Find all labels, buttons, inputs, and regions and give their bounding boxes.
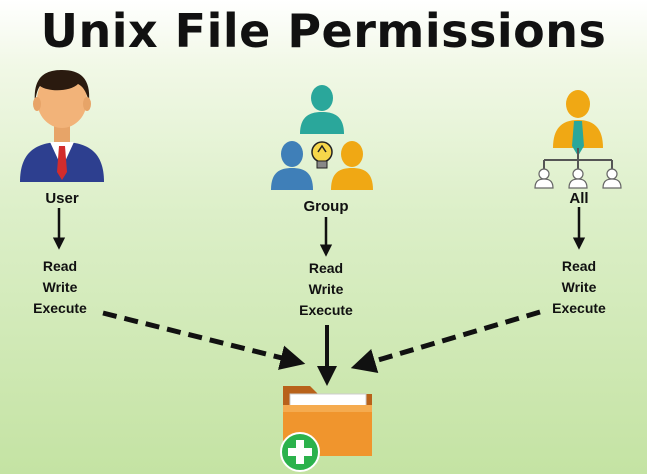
- user-to-folder-arrow: [102, 310, 306, 370]
- permissions-all: Read Write Execute: [534, 256, 624, 319]
- role-label-group: Group: [303, 198, 349, 215]
- permission-write: Write: [308, 281, 344, 297]
- all-to-folder-arrow: [350, 309, 541, 374]
- group-icon: [271, 85, 373, 190]
- permission-read: Read: [42, 258, 78, 274]
- permissions-group: Read Write Execute: [281, 258, 371, 321]
- permission-execute: Execute: [552, 300, 606, 316]
- user-icon: [20, 70, 104, 182]
- page-title: Unix File Permissions: [40, 4, 607, 58]
- permission-write: Write: [561, 279, 597, 295]
- folder-add-icon: [280, 386, 372, 472]
- role-label-all: All: [569, 190, 589, 207]
- permission-execute: Execute: [299, 302, 353, 318]
- all-users-icon: [534, 90, 622, 189]
- permission-write: Write: [42, 279, 78, 295]
- role-label-user: User: [45, 190, 79, 207]
- permission-execute: Execute: [33, 300, 87, 316]
- permission-read: Read: [561, 258, 597, 274]
- permissions-user: Read Write Execute: [15, 256, 105, 319]
- permission-read: Read: [308, 260, 344, 276]
